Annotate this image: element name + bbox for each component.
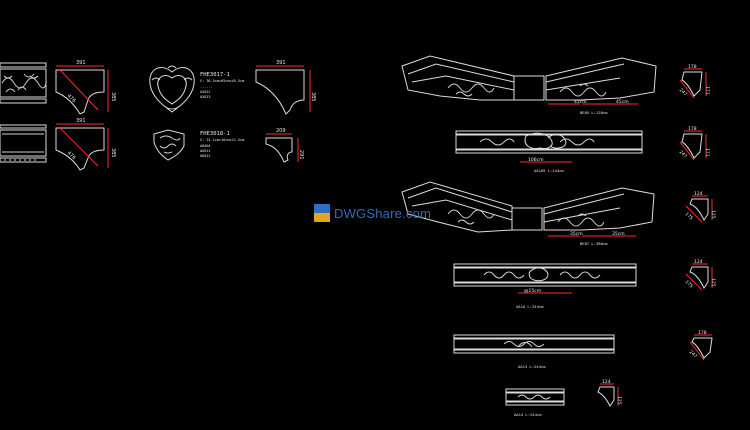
section-profile-3: 124 125 175 xyxy=(684,191,716,223)
section-3-dim-side: 125 xyxy=(710,210,716,219)
section-3-dim-diag: 175 xyxy=(684,211,694,221)
watermark: DWGShare.com xyxy=(314,202,431,224)
corner-assembly-2: 35cm 35cm BE07 L:380cm xyxy=(401,181,655,246)
medallion-1-code: FHE3017-1 xyxy=(200,72,230,78)
medallion-2-note-2: A6011 xyxy=(200,149,211,153)
profile-3-dim-side: 385 xyxy=(310,92,316,102)
profile-1-dim-diag: 476 xyxy=(66,93,77,104)
profile-2: 391 476 385 xyxy=(55,118,116,171)
rail-3: AA13 L:244cm xyxy=(453,334,615,369)
medallion-2-note-1: A6004 xyxy=(200,144,211,148)
section-profile-1: 178 171 247 xyxy=(678,64,710,99)
medallion-1-note-3: A5013 xyxy=(200,95,211,99)
rail-3-label: AA13 L:244cm xyxy=(518,364,546,369)
profile-2-dim-diag: 476 xyxy=(66,150,77,161)
corner-1-dim-right: 45cm xyxy=(616,99,629,105)
section-4-dim-side: 125 xyxy=(710,278,716,287)
medallion-1-spec: S: 36.5cm×65cm×45.5cm xyxy=(200,79,244,83)
profile-4: 209 291 xyxy=(265,128,304,163)
rail-2-label: AA10 L:244cm xyxy=(516,304,544,309)
section-profile-6: 124 125 xyxy=(597,379,622,407)
rail-2: @15cm AA10 L:244cm xyxy=(453,263,637,309)
ornament-strip-1 xyxy=(0,62,47,104)
section-profile-2: 178 171 247 xyxy=(678,126,710,161)
section-profile-4: 124 125 175 xyxy=(684,259,716,291)
section-5-dim-top: 178 xyxy=(698,330,707,336)
corner-2-dim-right: 35cm xyxy=(612,231,625,237)
profile-1-dim-top: 391 xyxy=(76,60,86,66)
profile-4-dim-side: 291 xyxy=(298,150,304,160)
rail-1-label: AA109 L:244cm xyxy=(534,168,564,173)
section-1-dim-top: 178 xyxy=(688,64,697,70)
profile-2-dim-top: 391 xyxy=(76,118,86,124)
section-6-dim-top: 124 xyxy=(602,379,611,385)
corner-assembly-1: 45cm 45cm BE05 L:120cm xyxy=(401,55,657,115)
section-2-dim-diag: 247 xyxy=(678,149,688,159)
rail-4-label: AA14 L:244cm xyxy=(514,412,542,417)
corner-1-dim-left: 45cm xyxy=(574,99,587,105)
rail-1-dim: 106cm xyxy=(528,157,543,163)
profile-4-dim-top: 209 xyxy=(276,128,286,134)
section-4-dim-diag: 175 xyxy=(684,279,694,289)
profile-2-dim-side: 385 xyxy=(110,148,116,158)
ornament-strip-2 xyxy=(0,124,47,163)
medallion-2-note-3: A6012 xyxy=(200,154,211,158)
medallion-2-code: FHE3018-1 xyxy=(200,131,230,137)
watermark-text: DWGShare.com xyxy=(334,205,432,221)
ceiling-medallion-1 xyxy=(149,65,195,113)
corner-2-dim-left: 35cm xyxy=(570,231,583,237)
rail-4: AA14 L:244cm xyxy=(505,388,565,417)
section-4-dim-top: 124 xyxy=(694,259,703,265)
rail-1: 106cm AA109 L:244cm xyxy=(455,130,643,173)
profile-3-dim-top: 391 xyxy=(276,60,286,66)
ceiling-medallion-2 xyxy=(153,129,185,161)
profile-1-dim-side: 385 xyxy=(110,92,116,102)
section-3-dim-top: 124 xyxy=(694,191,703,197)
section-1-dim-diag: 247 xyxy=(678,87,688,97)
section-5-dim-diag: 247 xyxy=(688,349,698,359)
medallion-1-note-1: ------ xyxy=(200,85,213,89)
section-2-dim-side: 171 xyxy=(704,148,710,157)
section-profile-5: 178 247 xyxy=(688,330,713,361)
corner-1-label: BE05 L:120cm xyxy=(580,110,608,115)
dwgshare-logo-icon xyxy=(314,204,330,222)
corner-2-label: BE07 L:380cm xyxy=(580,241,608,246)
medallion-1-note-2: A5012 xyxy=(200,90,211,94)
section-2-dim-top: 178 xyxy=(688,126,697,132)
medallion-2-spec: S: 15.1cm×16cm×21.5cm xyxy=(200,138,244,142)
section-1-dim-side: 171 xyxy=(704,86,710,95)
profile-1: 391 476 385 xyxy=(55,60,116,115)
profile-3: 391 385 xyxy=(255,60,316,115)
rail-2-dim: @15cm xyxy=(524,288,541,294)
section-6-dim-side: 125 xyxy=(616,396,622,405)
